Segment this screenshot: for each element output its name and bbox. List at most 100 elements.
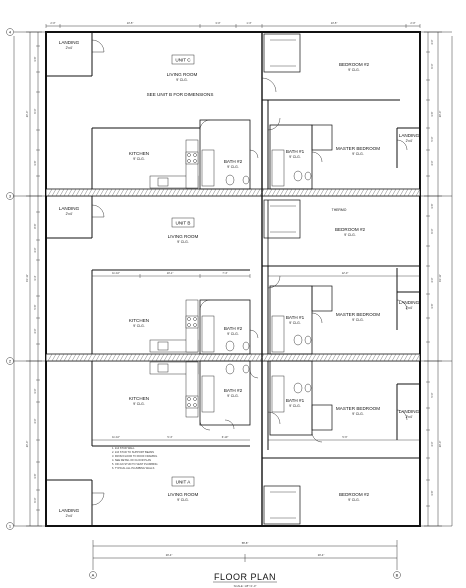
svg-text:3'-6": 3'-6"	[33, 473, 37, 478]
unit-c-landing-right-sub: 2'x4'	[406, 139, 413, 143]
svg-text:8'-6": 8'-6"	[33, 223, 37, 228]
svg-text:6'-0": 6'-0"	[33, 497, 37, 502]
unit-a-notes: 1. 2x4 STUD WALL 2. 2x6 STUD TO SUPPORT …	[112, 446, 158, 470]
doors	[91, 39, 408, 506]
drawing-scale: SCALE: 1/8"=1'-0"	[234, 584, 257, 588]
svg-text:13'-5": 13'-5"	[127, 21, 134, 25]
svg-text:3. FROM FLOOR TO ROOF FRAMING: 3. FROM FLOOR TO ROOF FRAMING	[112, 454, 157, 458]
unit-b-bath1-label: BATH #1	[286, 315, 305, 320]
grid-bubble-2: 2	[6, 357, 14, 365]
right-dimensions: 20'-0" 19'-11" 20'-0" 4'-0" 6'-0" 3'-6" …	[424, 31, 442, 527]
unit-a-living-label: LIVING ROOM	[168, 492, 199, 497]
unit-a-kitchen-sub: 9' CLG.	[133, 402, 144, 406]
svg-text:19'-11": 19'-11"	[25, 274, 29, 282]
svg-text:4'-0": 4'-0"	[33, 247, 37, 252]
bottom-dimensions: 58'-8" 29'-4" 29'-4"	[93, 541, 397, 562]
unit-c-bedroom2-label: BEDROOM #2	[339, 62, 370, 67]
svg-text:20'-0": 20'-0"	[25, 111, 29, 118]
bottom-right-dimension: 29'-4"	[318, 553, 325, 557]
unit-b-master-sub: 9' CLG.	[352, 318, 363, 322]
svg-text:12'-0": 12'-0"	[342, 271, 349, 275]
svg-text:20'-0": 20'-0"	[25, 441, 29, 448]
unit-a-landing-label: LANDING	[59, 508, 80, 513]
unit-b-living-sub: 9' CLG.	[177, 240, 188, 244]
svg-text:6'-10": 6'-10"	[222, 435, 229, 439]
svg-text:1: 1	[9, 524, 12, 529]
svg-text:4'-0": 4'-0"	[430, 277, 434, 282]
unit-a-master-label: MASTER BEDROOM	[336, 406, 380, 411]
unit-b: 11'-10" 10'-1" 7'-4" 12'-0" LANDING 2'x4…	[59, 206, 420, 336]
unit-a-master-sub: 9' CLG.	[352, 412, 363, 416]
unit-c-living-sub: 9' CLG.	[176, 78, 187, 82]
unit-a-bath1-label: BATH #1	[286, 398, 305, 403]
unit-a-landing-right-label: LANDING	[399, 409, 420, 414]
svg-text:3'-6": 3'-6"	[430, 490, 434, 495]
svg-text:3: 3	[9, 194, 12, 199]
unit-c-bath1-sub: 9' CLG.	[289, 155, 300, 159]
svg-text:B: B	[396, 573, 399, 578]
svg-text:5'-0": 5'-0"	[430, 136, 434, 141]
svg-text:3'-0": 3'-0"	[215, 21, 220, 25]
unit-a-name: UNIT A	[176, 480, 192, 485]
grid-bubble-a: A	[89, 571, 97, 579]
svg-text:3'-6": 3'-6"	[430, 111, 434, 116]
svg-text:6'-0": 6'-0"	[33, 108, 37, 113]
svg-text:4. SEE DETAIL OF FLOOR PLAN: 4. SEE DETAIL OF FLOOR PLAN	[112, 458, 151, 462]
svg-text:19'-11": 19'-11"	[438, 274, 442, 282]
svg-text:5'-6": 5'-6"	[33, 304, 37, 309]
unit-a-bath2-label: BATH #2	[224, 388, 243, 393]
bottom-left-dimension: 29'-4"	[166, 553, 173, 557]
svg-text:6'-0": 6'-0"	[430, 63, 434, 68]
svg-text:7'-4": 7'-4"	[222, 271, 227, 275]
unit-a-bath2-sub: 9' CLG.	[227, 394, 238, 398]
svg-text:5. OR 2x6 STUD TO VENT PLUMBIN: 5. OR 2x6 STUD TO VENT PLUMBING	[112, 462, 158, 466]
unit-c-landing-right-label: LANDING	[399, 133, 420, 138]
unit-c-kitchen-sub: 9' CLG.	[133, 157, 144, 161]
grid-bubble-1: 1	[6, 522, 14, 530]
fixtures	[149, 39, 312, 519]
unit-a-kitchen-label: KITCHEN	[129, 396, 149, 401]
unit-b-bath2-label: BATH #2	[224, 326, 243, 331]
unit-b-master-label: MASTER BEDROOM	[336, 312, 380, 317]
svg-text:10'-1": 10'-1"	[167, 271, 174, 275]
svg-text:A: A	[92, 573, 95, 578]
unit-a-living-sub: 9' CLG.	[177, 498, 188, 502]
unit-a-bedroom2-label: BEDROOM #2	[339, 492, 370, 497]
unit-a-bedroom2-sub: 9' CLG.	[348, 498, 359, 502]
svg-text:4'-0": 4'-0"	[33, 418, 37, 423]
unit-c-landing-label: LANDING	[59, 40, 80, 45]
unit-c-bath1-label: BATH #1	[286, 149, 305, 154]
svg-text:20'-0": 20'-0"	[438, 111, 442, 118]
unit-b-name: UNIT B	[176, 221, 191, 226]
unit-b-bedroom2-sub: 9' CLG.	[344, 233, 355, 237]
svg-text:4'-0": 4'-0"	[430, 160, 434, 165]
svg-text:20'-0": 20'-0"	[438, 441, 442, 448]
svg-text:2. 2x6 STUD TO SUPPORT BEAMS: 2. 2x6 STUD TO SUPPORT BEAMS	[112, 450, 154, 454]
unit-c-bath2-label: BATH #2	[224, 159, 243, 164]
svg-text:5'-0": 5'-0"	[430, 392, 434, 397]
grid-bubble-3: 3	[6, 192, 14, 200]
unit-c-note: SEE UNIT B FOR DIMENSIONS	[147, 92, 214, 97]
unit-b-landing-right-label: LANDING	[399, 300, 420, 305]
svg-text:1'-3": 1'-3"	[246, 21, 251, 25]
unit-b-living-label: LIVING ROOM	[168, 234, 199, 239]
svg-text:6. TYPICAL ALL PLUMBING WALLS: 6. TYPICAL ALL PLUMBING WALLS	[112, 466, 155, 470]
unit-b-kitchen-label: KITCHEN	[129, 318, 149, 323]
svg-text:3'-6": 3'-6"	[33, 56, 37, 61]
unit-a-bath1-sub: 9' CLG.	[289, 404, 300, 408]
svg-text:2: 2	[9, 359, 12, 364]
grid-lines	[13, 31, 453, 570]
svg-text:4: 4	[9, 30, 12, 35]
unit-c-landing-sub: 2'x4'	[66, 46, 73, 50]
unit-a-landing-right-sub: 2'x4'	[406, 415, 413, 419]
unit-c-bedroom2-sub: 9' CLG.	[348, 68, 359, 72]
unit-c: LANDING 2'x4' UNIT C LIVING ROOM 9' CLG.…	[59, 40, 420, 212]
svg-text:6'-0": 6'-0"	[430, 228, 434, 233]
unit-b-bath1-sub: 9' CLG.	[289, 321, 300, 325]
svg-text:2'-0": 2'-0"	[50, 21, 55, 25]
svg-text:4'-0": 4'-0"	[430, 39, 434, 44]
unit-c-name: UNIT C	[175, 58, 191, 63]
svg-text:2'-0": 2'-0"	[410, 21, 415, 25]
building-walls	[45, 31, 421, 527]
svg-text:3'-6": 3'-6"	[430, 203, 434, 208]
